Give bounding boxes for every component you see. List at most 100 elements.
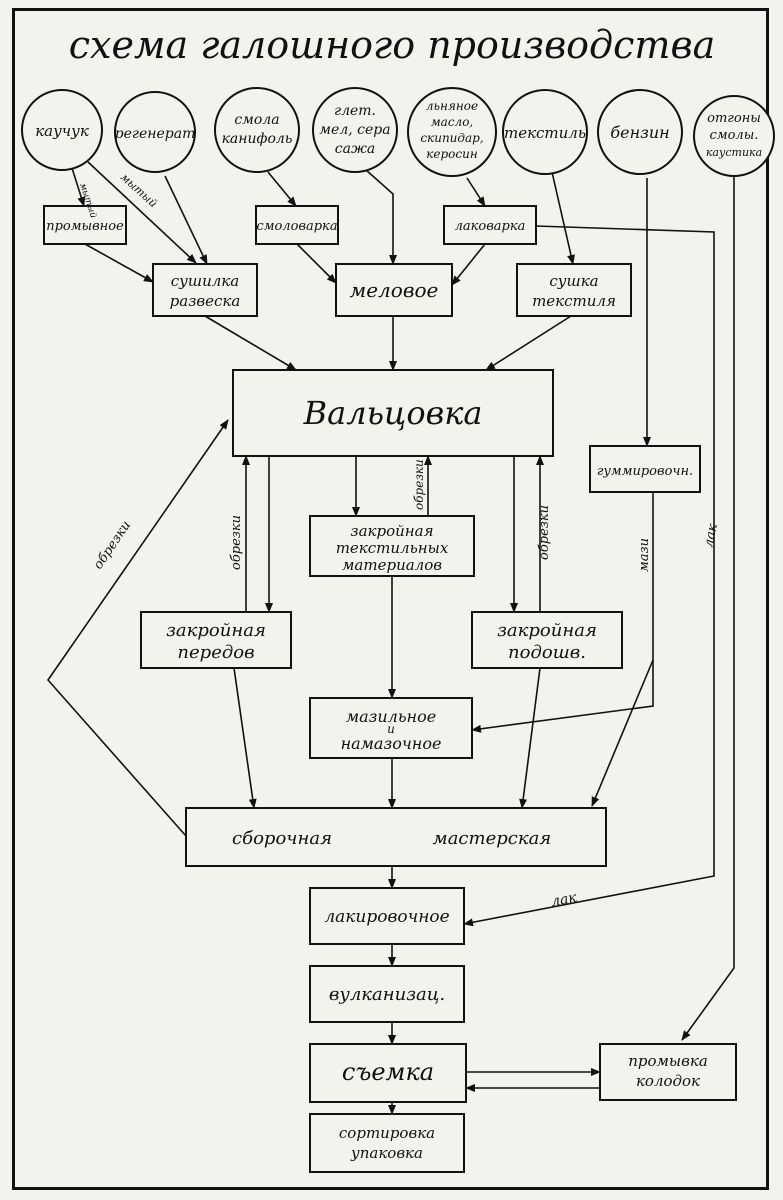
box-sortirovka: [309, 1113, 465, 1173]
box-promyvka-label-1: промывка: [628, 1052, 708, 1070]
box-promyvnoe-label: промывное: [46, 219, 124, 234]
source-benzin-label: бензин: [610, 123, 669, 142]
box-mazilnoe-label-1: мазильное: [346, 707, 436, 726]
edge-sborochnaya-valtsovka: [46, 419, 229, 837]
source-circles: [21, 87, 775, 177]
box-zakr-tekst-label-3: материалов: [342, 556, 442, 574]
box-vulkanizats: [309, 965, 465, 1023]
edge-promyvnoe-sushilka: [84, 243, 154, 283]
box-mazilnoe-label-2: и: [387, 722, 395, 736]
edge-otgony-promyvka: [681, 176, 735, 1041]
source-maslo-label-3: скипидар,: [420, 131, 483, 145]
edge-sushilka-valtsovka: [204, 315, 297, 371]
source-circle-tekstil: [502, 89, 588, 175]
box-zakr-podosh: [471, 611, 623, 669]
box-sortirovka-label-2: упаковка: [350, 1144, 423, 1162]
box-zakr-podosh-label-1: закройная: [497, 620, 597, 641]
box-melovoe: [335, 263, 453, 317]
source-otgony-label-3: каустика: [706, 146, 762, 159]
edge-pered-sborochnaya: [233, 667, 257, 809]
edge-maslo-lakovarka: [466, 177, 486, 207]
edge-smolovarka-melovoe: [296, 243, 337, 284]
source-maslo-label-4: керосин: [426, 147, 478, 161]
diagram-title: схема галошного производства: [69, 23, 715, 67]
box-lakovarka: [443, 205, 537, 245]
box-semka: [309, 1043, 467, 1103]
edge-label-obrezki-podosh: обрезки: [537, 505, 552, 560]
edge-regenerat-sushilka: [164, 175, 208, 265]
node-labels: каучук регенерат смола канифоль глет. ме…: [35, 99, 762, 1162]
edge-label-obrezki-pered: обрезки: [229, 515, 244, 570]
connectors: [46, 161, 735, 1115]
box-sushka: [516, 263, 632, 317]
edge-kauchuk-sushilka: [87, 161, 197, 264]
box-lakovarka-label: лаковарка: [455, 219, 526, 234]
edge-label-mytyi-2: мытый: [118, 171, 160, 210]
box-zakr-tekst: [309, 515, 475, 577]
box-sborochnaya-label-2: мастерская: [433, 828, 551, 849]
box-zakr-podosh-label-2: подошв.: [508, 642, 586, 663]
box-sborochnaya: [185, 807, 607, 867]
source-glet-label-3: сажа: [335, 141, 375, 157]
source-glet-label-2: мел, сера: [319, 122, 390, 138]
edge-glet-melovoe: [365, 169, 397, 265]
box-promyvka: [599, 1043, 737, 1101]
box-gummirovoch-label: гуммировочн.: [597, 464, 693, 479]
edge-tekstil-sushka: [551, 171, 575, 265]
edge-label-mazi: мази: [637, 538, 652, 572]
edge-gummirovoch-sborochnaya: [591, 659, 654, 807]
source-circle-benzin: [597, 89, 683, 175]
box-valtsovka-label: Вальцовка: [303, 394, 483, 432]
box-semka-label: съемка: [342, 1058, 434, 1086]
edge-kauchuk-promyvnoe: [71, 167, 86, 207]
source-otgony-label-1: отгоны: [707, 111, 761, 126]
box-zakr-pered-label-2: передов: [177, 642, 254, 663]
edge-lakovarka-lak: [463, 225, 715, 927]
edge-smola-smolovarka: [267, 171, 297, 207]
box-zakr-pered-label-1: закройная: [166, 620, 266, 641]
edge-label-obrezki-tekst: обрезки: [412, 459, 426, 510]
box-valtsovka: [232, 369, 554, 457]
source-smola-label-2: канифоль: [222, 131, 293, 147]
box-sushka-label-2: текстиля: [532, 292, 616, 310]
diagram-frame: [12, 8, 769, 1190]
edge-lakovarka-melovoe: [451, 243, 486, 286]
box-gummirovoch: [589, 445, 701, 493]
box-zakr-tekst-label-1: закройная: [350, 522, 433, 540]
source-otgony-label-2: смолы.: [710, 128, 759, 143]
box-vulkanizats-label: вулканизац.: [329, 984, 445, 1005]
source-tekstil-label: текстиль: [504, 124, 586, 142]
source-circle-glet: [312, 87, 398, 173]
box-zakr-tekst-label-2: текстильных: [336, 539, 449, 557]
box-lakirovochnoe: [309, 887, 465, 945]
box-sushilka: [152, 263, 258, 317]
source-circle-smola: [214, 87, 300, 173]
source-circle-kauchuk: [21, 89, 103, 171]
box-smolovarka-label: смоловарка: [256, 219, 337, 234]
box-mazilnoe-label-3: намазочное: [341, 734, 442, 753]
source-maslo-label-1: льняное: [426, 99, 478, 113]
source-glet-label-1: глет.: [334, 103, 376, 119]
source-maslo-label-2: масло,: [431, 115, 474, 129]
box-sortirovka-label-1: сортировка: [339, 1124, 435, 1142]
edge-label-lak-2: лак: [550, 890, 579, 910]
edge-label-lak-1: лак: [701, 522, 721, 549]
source-kauchuk-label: каучук: [35, 122, 89, 140]
process-boxes: [43, 205, 737, 1173]
box-melovoe-label: меловое: [350, 278, 439, 302]
box-sushilka-label-1: сушилка: [171, 272, 239, 290]
box-sushilka-label-2: развеска: [170, 292, 241, 310]
box-zakr-pered: [140, 611, 292, 669]
box-lakirovochnoe-label: лакировочное: [324, 907, 449, 927]
box-smolovarka: [255, 205, 339, 245]
box-promyvka-label-2: колодок: [636, 1072, 700, 1090]
box-sborochnaya-label-1: сборочная: [232, 828, 332, 849]
edge-sushka-valtsovka: [485, 315, 572, 371]
source-circle-otgony: [693, 95, 775, 177]
box-promyvnoe: [43, 205, 127, 245]
source-circle-maslo: [407, 87, 497, 177]
source-circle-regenerat: [114, 91, 196, 173]
source-regenerat-label: регенерат: [115, 126, 196, 142]
